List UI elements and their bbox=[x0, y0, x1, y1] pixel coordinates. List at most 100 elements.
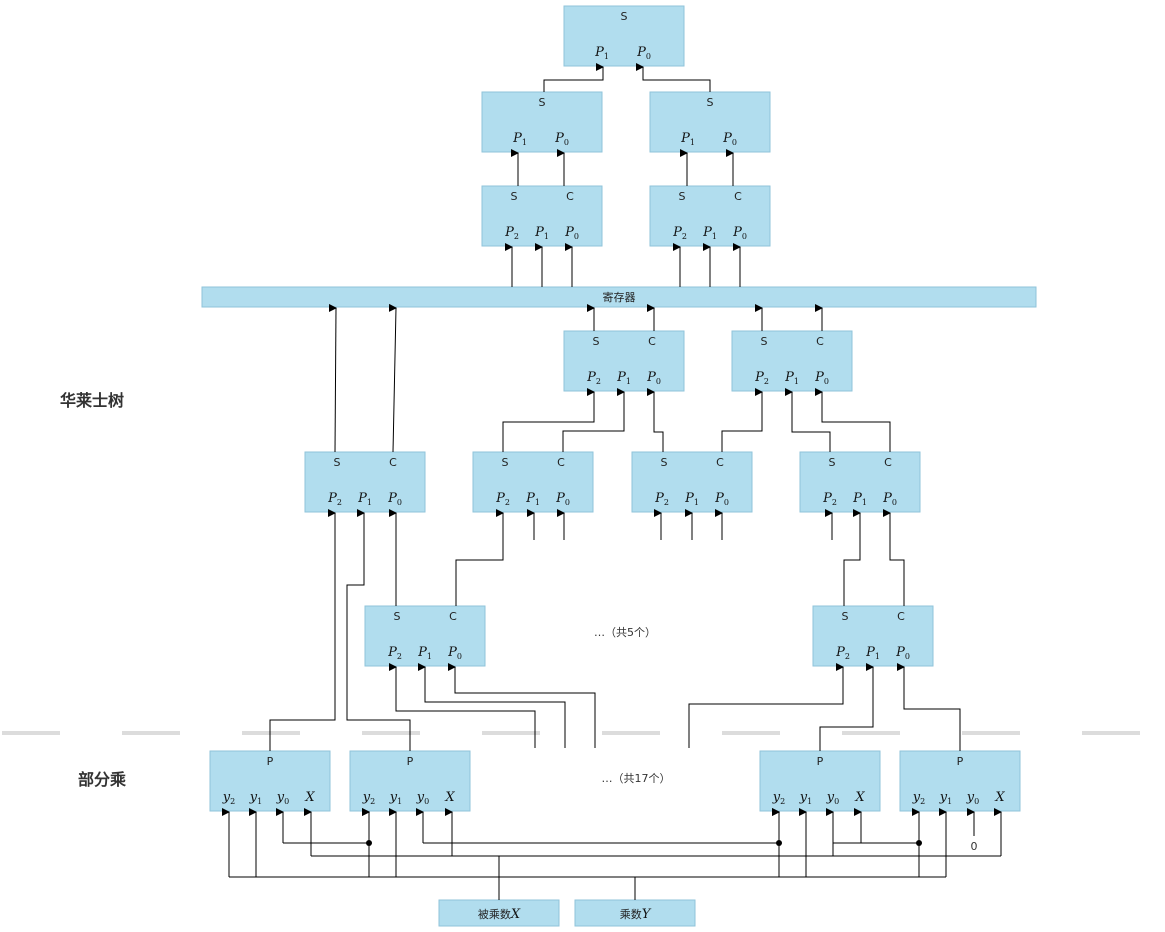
box-body bbox=[731, 330, 853, 392]
port-label-bottom: P2 bbox=[754, 370, 769, 386]
port-label-bottom: y2 bbox=[362, 790, 375, 806]
port-label-top: S bbox=[842, 610, 849, 623]
port-label-top: S bbox=[593, 335, 600, 348]
port-label-bottom: P1 bbox=[865, 645, 880, 661]
port-label-top: S bbox=[661, 456, 668, 469]
port-label-bottom: y2 bbox=[222, 790, 235, 806]
register-bar: 寄存器 bbox=[201, 286, 1037, 308]
box-body bbox=[349, 750, 471, 812]
port-label-bottom: P0 bbox=[882, 491, 897, 507]
port-label-top: S bbox=[502, 456, 509, 469]
box-body bbox=[563, 5, 685, 67]
final-adder-box: S P1 P0 bbox=[563, 5, 685, 67]
port-label-top: C bbox=[449, 610, 457, 623]
port-label-top: P bbox=[817, 755, 824, 768]
port-label-bottom: P2 bbox=[654, 491, 669, 507]
port-label-bottom: P0 bbox=[387, 491, 402, 507]
port-label-bottom: P0 bbox=[636, 45, 651, 61]
ellipsis-csa-note: …（共5个） bbox=[594, 626, 656, 639]
port-label-top: S bbox=[511, 190, 518, 203]
junction-dot bbox=[776, 840, 782, 846]
port-label-bottom: P0 bbox=[646, 370, 661, 386]
wire bbox=[897, 663, 961, 751]
port-label-bottom: y0 bbox=[966, 790, 979, 806]
port-label-bottom: P0 bbox=[732, 225, 747, 241]
port-label-bottom: y0 bbox=[826, 790, 839, 806]
wire bbox=[455, 509, 504, 606]
port-label-bottom: y1 bbox=[939, 790, 952, 806]
port-label-bottom: P1 bbox=[357, 491, 372, 507]
port-label-top: C bbox=[648, 335, 656, 348]
zero-input-label: 0 bbox=[971, 840, 978, 853]
port-label-bottom: P0 bbox=[555, 491, 570, 507]
port-label-top: C bbox=[566, 190, 574, 203]
port-label-bottom: P2 bbox=[822, 491, 837, 507]
junction-dot bbox=[916, 840, 922, 846]
port-label-bottom: P1 bbox=[512, 131, 527, 147]
port-label-bottom: y0 bbox=[416, 790, 429, 806]
port-label-bottom: P1 bbox=[594, 45, 609, 61]
port-label-top: C bbox=[557, 456, 565, 469]
csa-row3-c-box: S C P2 P1 P0 bbox=[631, 451, 753, 513]
box-body bbox=[649, 185, 771, 247]
port-label-bottom: P0 bbox=[564, 225, 579, 241]
port-label-bottom: P0 bbox=[714, 491, 729, 507]
port-label-bottom: X bbox=[854, 790, 865, 805]
wire bbox=[688, 663, 844, 748]
port-label-bottom: P1 bbox=[784, 370, 799, 386]
port-label-top: C bbox=[716, 456, 724, 469]
partial-product-label: 部分乘 bbox=[78, 770, 126, 789]
port-label-bottom: P0 bbox=[895, 645, 910, 661]
wire bbox=[636, 63, 711, 92]
port-label-bottom: P0 bbox=[447, 645, 462, 661]
port-label-bottom: P1 bbox=[534, 225, 549, 241]
multiplier-var: Y bbox=[642, 907, 652, 922]
port-label-bottom: P1 bbox=[616, 370, 631, 386]
port-label-bottom: P1 bbox=[684, 491, 699, 507]
box-body bbox=[481, 91, 603, 153]
wire bbox=[389, 663, 536, 748]
port-label-bottom: P2 bbox=[387, 645, 402, 661]
wire bbox=[562, 388, 625, 452]
box-body bbox=[209, 750, 331, 812]
port-label-top: S bbox=[394, 610, 401, 623]
wire bbox=[269, 509, 336, 751]
port-label-bottom: P0 bbox=[814, 370, 829, 386]
port-label-bottom: P1 bbox=[525, 491, 540, 507]
port-label-bottom: P0 bbox=[554, 131, 569, 147]
wire bbox=[815, 388, 891, 452]
port-label-bottom: y2 bbox=[772, 790, 785, 806]
ellipsis-pp-note: …（共17个） bbox=[602, 772, 671, 785]
wire bbox=[388, 303, 397, 453]
box-body bbox=[799, 451, 921, 513]
junction-dot bbox=[366, 840, 372, 846]
port-label-top: S bbox=[621, 10, 628, 23]
multiplicand-var: X bbox=[510, 907, 521, 922]
port-label-top: S bbox=[761, 335, 768, 348]
connection-wires bbox=[222, 63, 1002, 900]
wire bbox=[785, 388, 831, 452]
box-body bbox=[304, 451, 426, 513]
multiplicand-prefix: 被乘数 bbox=[478, 908, 511, 921]
register-label: 寄存器 bbox=[603, 290, 636, 304]
port-label-bottom: P1 bbox=[680, 131, 695, 147]
port-label-bottom: X bbox=[444, 790, 455, 805]
box-body bbox=[649, 91, 771, 153]
port-label-top: P bbox=[957, 755, 964, 768]
box-body bbox=[481, 185, 603, 247]
multiplicand-input: 被乘数X bbox=[438, 899, 560, 927]
port-label-bottom: P1 bbox=[852, 491, 867, 507]
